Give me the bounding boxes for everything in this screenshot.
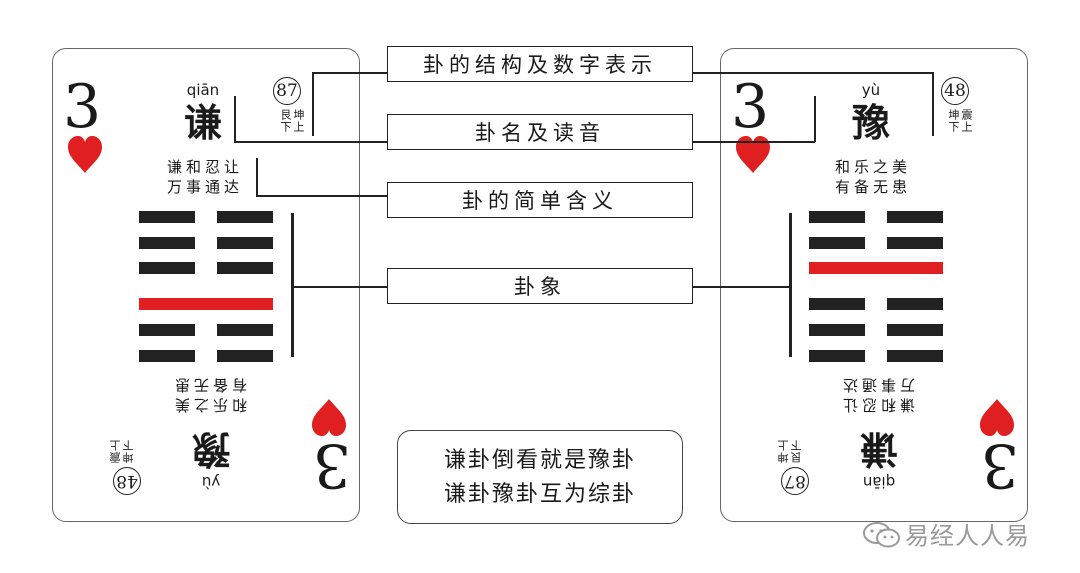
yin-line-left [139,324,195,336]
gua-number: 48 [941,77,969,105]
connector-line [234,96,236,142]
label-name-reading: 卦名及读音 [387,114,693,150]
meaning-line-2: 万事通达 [838,376,915,394]
yin-line-right [887,350,943,362]
yin-line-right [217,262,273,274]
watermark-text: 易经人人易 [905,522,1030,550]
connector-line [693,141,815,143]
connector-line [234,141,387,143]
connector-line [814,96,816,142]
gua-pinyin: qiān [186,81,220,99]
gua-name: 谦 [860,427,899,472]
gua-pinyin: yù [201,473,221,491]
yin-line-left [809,211,865,223]
meaning-line-1: 谦和忍让 [838,396,915,414]
card-rank: 3 [980,430,1019,500]
note-box: 谦卦倒看就是豫卦 谦卦豫卦互为综卦 [397,430,683,524]
connector-line [932,72,934,136]
yang-line [809,262,943,274]
watermark: 易经人人易 [863,516,1030,551]
connector-line [693,72,933,74]
meaning-line-2: 有备无患 [835,178,912,196]
gua-number: 87 [273,77,301,105]
connector-line [292,286,387,288]
yin-line-left [139,262,195,274]
wechat-icon [863,522,900,548]
yin-line-left [139,237,195,249]
yang-line [139,298,273,310]
trigram-text: 坤上艮下 [777,439,803,463]
meaning-line-2: 有备无患 [170,376,247,394]
card-rank: 3 [63,72,102,142]
yin-line-right [887,324,943,336]
yin-line-left [139,211,195,223]
card-rank: 3 [312,430,351,500]
gua-pinyin: yù [861,81,881,99]
yin-line-right [217,211,273,223]
yin-line-right [217,237,273,249]
meaning-line-1: 和乐之美 [835,158,912,176]
yin-line-left [809,237,865,249]
trigram-text: 震上坤下 [947,109,973,133]
meaning-line-1: 谦和忍让 [167,158,244,176]
hexagram-bracket [291,213,294,357]
gua-name: 谦 [183,100,222,145]
yin-line-left [809,298,865,310]
label-image: 卦象 [387,268,693,304]
yin-line-right [887,237,943,249]
right-card-yu: 3 yù 豫 48 震上坤下 和乐之美 有备无患 3 qiān 谦 87 坤上艮… [720,48,1028,522]
heart-icon [736,136,770,173]
note-line-2: 谦卦豫卦互为综卦 [443,482,636,507]
connector-line [256,158,258,196]
yin-line-left [139,350,195,362]
connector-line [256,195,387,197]
gua-name: 豫 [851,100,890,145]
heart-icon [312,399,346,436]
gua-number: 48 [113,467,141,495]
heart-icon [980,399,1014,436]
trigram-text: 震上坤下 [109,439,135,463]
yin-line-left [809,324,865,336]
label-simple-meaning: 卦的简单含义 [387,182,693,218]
flipped-half: 3 yù 豫 48 震上坤下 和乐之美 有备无患 [53,286,361,523]
flipped-half: 3 qiān 谦 87 坤上艮下 谦和忍让 万事通达 [721,286,1029,523]
connector-line [312,72,387,74]
note-line-1: 谦卦倒看就是豫卦 [443,448,636,473]
yin-line-left [809,350,865,362]
gua-number: 87 [781,467,809,495]
heart-icon [68,136,102,173]
yin-line-right [887,298,943,310]
yin-line-right [217,324,273,336]
gua-name: 豫 [192,427,231,472]
yin-line-right [217,350,273,362]
gua-pinyin: qiān [862,473,896,491]
left-card-qian: 3 qiān 谦 87 坤上艮下 谦和忍让 万事通达 3 yù 豫 48 震上坤… [52,48,360,522]
meaning-line-2: 万事通达 [167,178,244,196]
label-structure: 卦的结构及数字表示 [387,46,693,82]
trigram-text: 坤上艮下 [279,109,305,133]
connector-line [312,72,314,136]
connector-line [693,286,790,288]
hexagram-bracket [789,213,792,357]
meaning-line-1: 和乐之美 [170,396,247,414]
card-rank: 3 [731,72,770,142]
yin-line-right [887,211,943,223]
